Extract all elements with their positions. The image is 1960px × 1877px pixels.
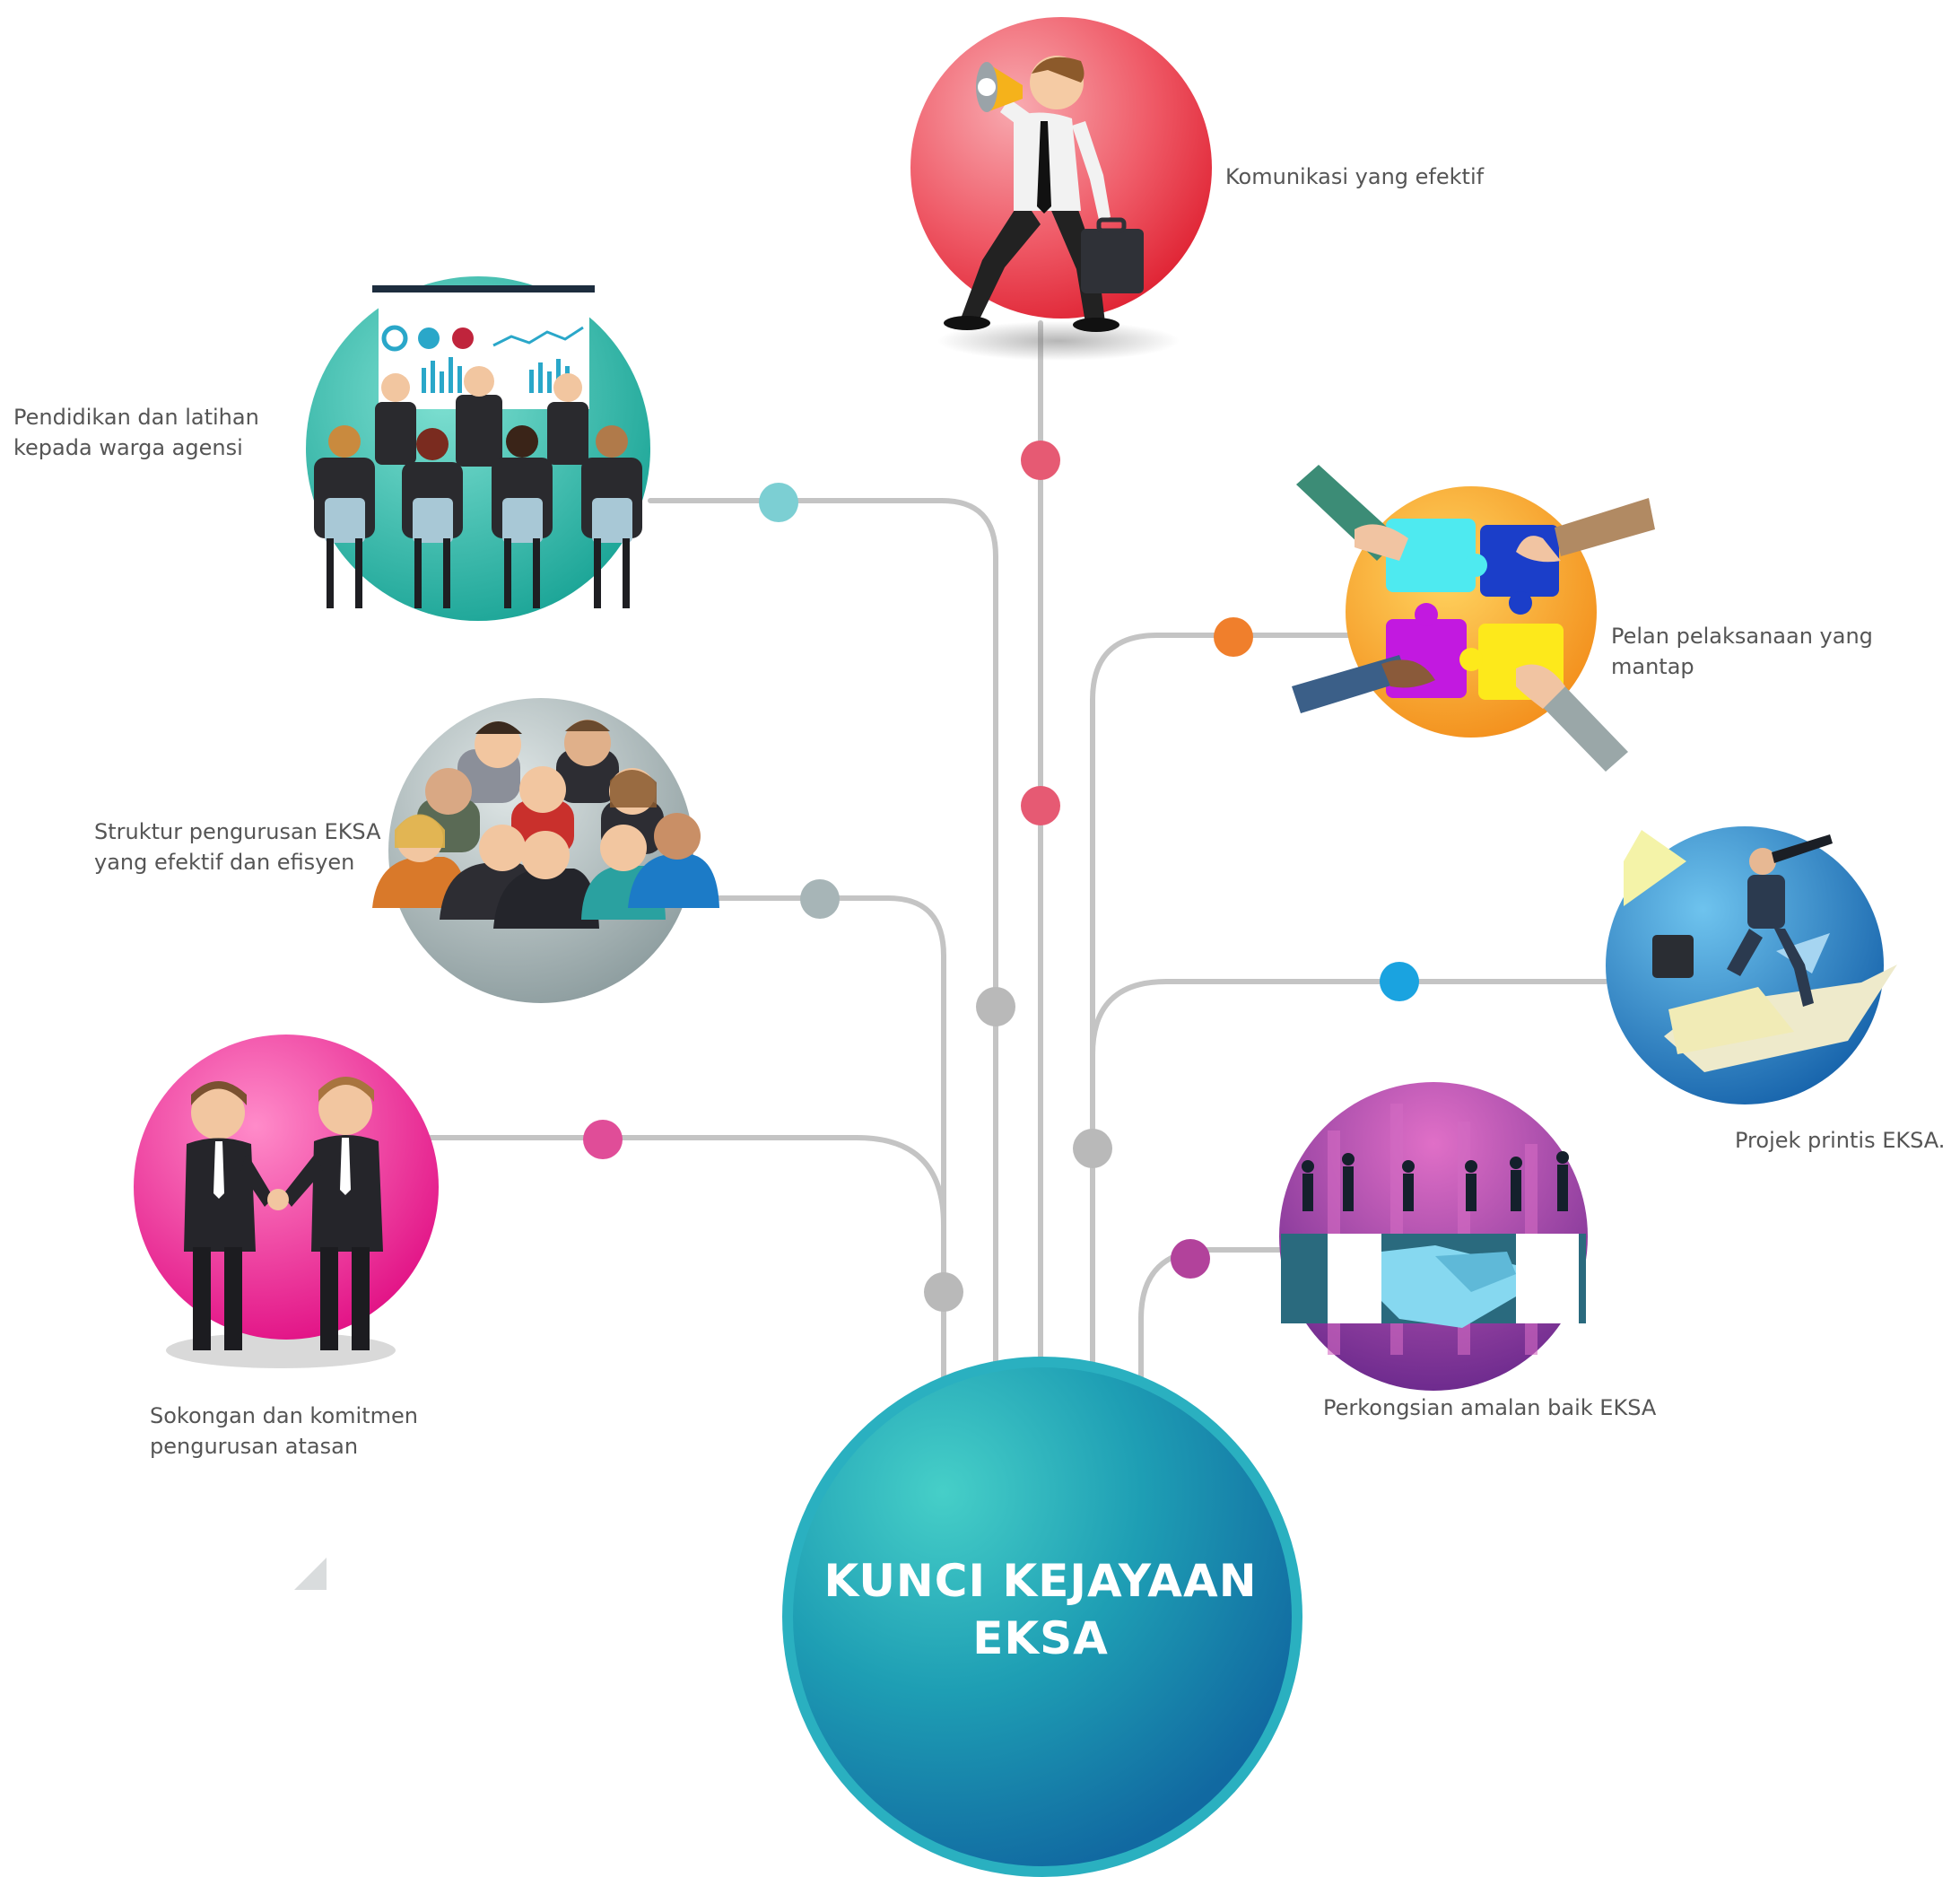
dot-communication-2 bbox=[1021, 786, 1060, 825]
junction-dot-support bbox=[924, 1272, 963, 1312]
node-structure bbox=[372, 698, 719, 1003]
classroom-presentation-icon bbox=[314, 285, 642, 608]
dot-education bbox=[759, 483, 798, 522]
hub-circle bbox=[793, 1367, 1292, 1866]
line-support bbox=[428, 1135, 946, 1393]
label-pilot: Projek printis EKSA. bbox=[1735, 1128, 1946, 1153]
dot-communication bbox=[1021, 441, 1060, 480]
decorative-triangle bbox=[294, 1558, 327, 1590]
junction-dot-pilot bbox=[1073, 1129, 1112, 1168]
label-support: Sokongan dan komitmen pengurusan atasan bbox=[150, 1403, 418, 1459]
node-education bbox=[306, 276, 650, 621]
node-communication bbox=[910, 17, 1212, 361]
ground-shadow bbox=[937, 321, 1180, 361]
connector-dots bbox=[583, 441, 1419, 1312]
line-sharing bbox=[1138, 1247, 1285, 1393]
dot-structure bbox=[800, 879, 840, 919]
label-structure: Struktur pengurusan EKSA yang efektif da… bbox=[94, 819, 381, 875]
businessman-telescope-icon bbox=[1624, 830, 1897, 1072]
dot-pilot bbox=[1380, 962, 1419, 1001]
team-group-icon bbox=[372, 720, 719, 929]
megaphone-man-icon bbox=[944, 56, 1144, 332]
label-planning: Pelan pelaksanaan yang mantap bbox=[1611, 624, 1873, 679]
connector-lines bbox=[428, 320, 1608, 1393]
handshake-businessmen-icon bbox=[184, 1077, 383, 1350]
node-circle bbox=[134, 1035, 439, 1340]
label-communication: Komunikasi yang efektif bbox=[1225, 164, 1485, 189]
dot-sharing bbox=[1171, 1239, 1210, 1279]
label-education: Pendidikan dan latihan kepada warga agen… bbox=[13, 405, 259, 460]
dot-support bbox=[583, 1120, 623, 1159]
puzzle-hands-icon bbox=[1292, 465, 1655, 772]
node-planning bbox=[1292, 465, 1655, 772]
handshake-purple-icon bbox=[1281, 1104, 1586, 1355]
line-planning bbox=[1090, 633, 1353, 1384]
label-sharing: Perkongsian amalan baik EKSA bbox=[1323, 1395, 1657, 1420]
line-pilot bbox=[1090, 979, 1608, 1057]
line-education bbox=[648, 498, 998, 1384]
node-pilot bbox=[1606, 826, 1897, 1104]
dot-planning bbox=[1214, 617, 1253, 657]
junction-dot-education bbox=[976, 987, 1015, 1026]
node-sharing bbox=[1279, 1082, 1588, 1391]
hub-title: KUNCI KEJAYAAN EKSA bbox=[823, 1555, 1258, 1664]
node-support bbox=[134, 1035, 439, 1368]
line-structure bbox=[715, 895, 946, 1393]
hub-node bbox=[782, 1357, 1302, 1877]
